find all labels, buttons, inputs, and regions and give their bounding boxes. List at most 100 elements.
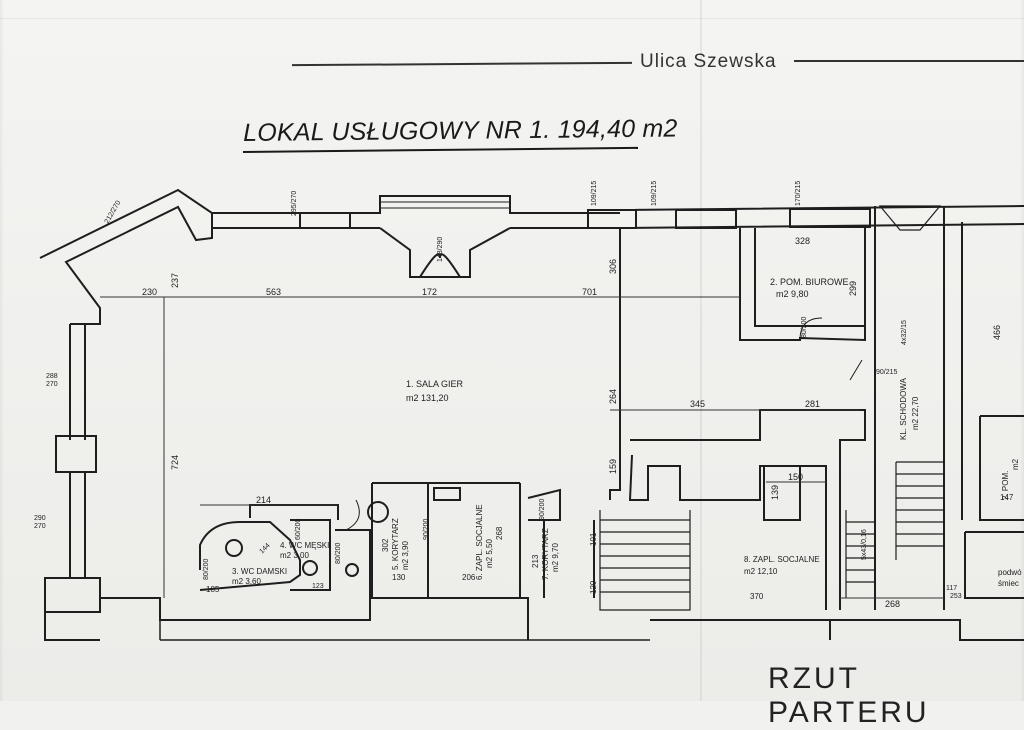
window	[587, 209, 637, 229]
dim: 185	[206, 585, 220, 594]
dim: 206	[462, 573, 476, 582]
corridor-7	[543, 520, 595, 598]
floor-plan: 1. SALA GIER m2 131,20 2. POM. BIUROWE m…	[34, 181, 1024, 641]
left-wall-lower	[69, 472, 86, 578]
corner-wing	[39, 188, 213, 325]
dim: 147	[1000, 493, 1014, 502]
annotation: śmiec	[998, 579, 1019, 588]
room-wc-damski-name: 3. WC DAMSKI	[232, 567, 287, 576]
dim: 268	[495, 526, 504, 540]
room-biuro-area: m2 9,80	[776, 289, 809, 299]
room-wc-meski-name: 4. WC MĘSKI	[280, 541, 329, 550]
chimney	[55, 435, 97, 473]
drawing-label: RZUT PARTERU	[768, 662, 930, 729]
dim: 172	[422, 287, 437, 297]
room-korytarz7-name: 7. KORYTARZ	[541, 528, 550, 580]
room-schodowa-area: m2 22,70	[911, 396, 920, 430]
paper-sheet	[0, 0, 1024, 701]
dim: 299	[848, 281, 858, 296]
dim: 80/200	[203, 558, 210, 580]
dim: 270	[34, 523, 46, 530]
dim: 170/215	[795, 181, 802, 206]
dim: 130	[392, 573, 406, 582]
annotation: podwó	[998, 568, 1022, 577]
back-wall	[100, 597, 371, 621]
paper-fold-top	[0, 18, 1024, 19]
dim: 724	[170, 455, 180, 470]
dim: 701	[582, 287, 597, 297]
room-korytarz5-area: m2 3,90	[401, 541, 410, 570]
dim: 466	[992, 325, 1002, 340]
dim: 101	[589, 532, 598, 546]
room-right-area: m2	[1011, 458, 1020, 470]
dim: 253	[950, 593, 962, 600]
partition	[609, 228, 621, 500]
front-wall	[212, 195, 620, 214]
dim: 268	[885, 599, 900, 609]
dim: 109/215	[651, 181, 658, 206]
window	[789, 208, 871, 228]
partition	[628, 454, 827, 610]
dim: 139	[770, 485, 780, 500]
office-inner	[754, 228, 865, 327]
street-name: Ulica Szewska	[640, 51, 777, 72]
dim: 123	[312, 583, 324, 590]
dim: 144	[258, 542, 271, 555]
dim: 302	[381, 538, 390, 552]
dim: 148/290	[437, 237, 444, 262]
dim: 230	[142, 287, 157, 297]
dim: 213	[531, 554, 540, 568]
street-line-right	[794, 60, 1024, 62]
stair-walls	[874, 206, 963, 610]
dim: 80/200	[801, 316, 808, 338]
dim: 288	[46, 373, 58, 380]
room-wc-damski-area: m2 3,60	[232, 577, 261, 586]
dim: 4x32/15	[901, 320, 908, 345]
dim: 563	[266, 287, 281, 297]
dim: 120	[589, 580, 598, 594]
entrance-bay	[379, 227, 511, 278]
dim: 281	[805, 399, 820, 409]
dim: 237	[170, 273, 180, 288]
dim: 5x43/0,16	[861, 529, 868, 560]
window	[675, 209, 737, 229]
wc-damski-curve	[199, 521, 301, 591]
room-zaplecze8-area: m2 12,10	[744, 567, 778, 576]
wc-meski	[290, 519, 331, 591]
dim: 109/215	[591, 181, 598, 206]
dim: 80/200	[335, 542, 342, 564]
dim: 270	[46, 381, 58, 388]
dim: 90/215	[876, 369, 898, 376]
room-korytarz5-name: 5. KORYTARZ	[391, 518, 400, 570]
corner-pillar	[44, 577, 101, 613]
right-room	[979, 415, 1024, 521]
dim: 150	[788, 472, 803, 482]
room-right-name: 2. POM.	[1001, 471, 1010, 500]
left-wall-upper	[69, 324, 86, 440]
room-zaplecze8-name: 8. ZAPL. SOCJALNE	[744, 555, 820, 564]
dim: 264	[608, 389, 618, 404]
stair-wall	[630, 409, 866, 610]
room-korytarz7-area: m2 9,70	[551, 543, 560, 572]
window	[299, 212, 351, 229]
room-schodowa-name: KL. SCHODOWA	[899, 377, 908, 440]
room-sala-name: 1. SALA GIER	[406, 379, 464, 389]
dim: 60/200	[295, 518, 302, 540]
room-zaplecze6-name: 6. ZAPL. SOCJALNE	[475, 504, 484, 580]
entrance-door	[419, 253, 461, 278]
dim: 90/200	[539, 498, 546, 520]
dim: 306	[608, 259, 618, 274]
dim: 370	[750, 592, 764, 601]
dim: 345	[690, 399, 705, 409]
paper-fold	[700, 0, 702, 701]
corridor-5	[371, 482, 521, 599]
dim: 290	[34, 515, 46, 522]
room-zaplecze6-area: m2 5,50	[485, 539, 494, 568]
room-wc-meski-area: m2 3,00	[280, 551, 309, 560]
dim: 214	[256, 495, 271, 505]
dim: 90/200	[423, 518, 430, 540]
room-biuro-name: 2. POM. BIUROWE	[770, 277, 849, 287]
dim: 159	[608, 459, 618, 474]
dim: 117	[946, 585, 957, 592]
dim: 328	[795, 236, 810, 246]
